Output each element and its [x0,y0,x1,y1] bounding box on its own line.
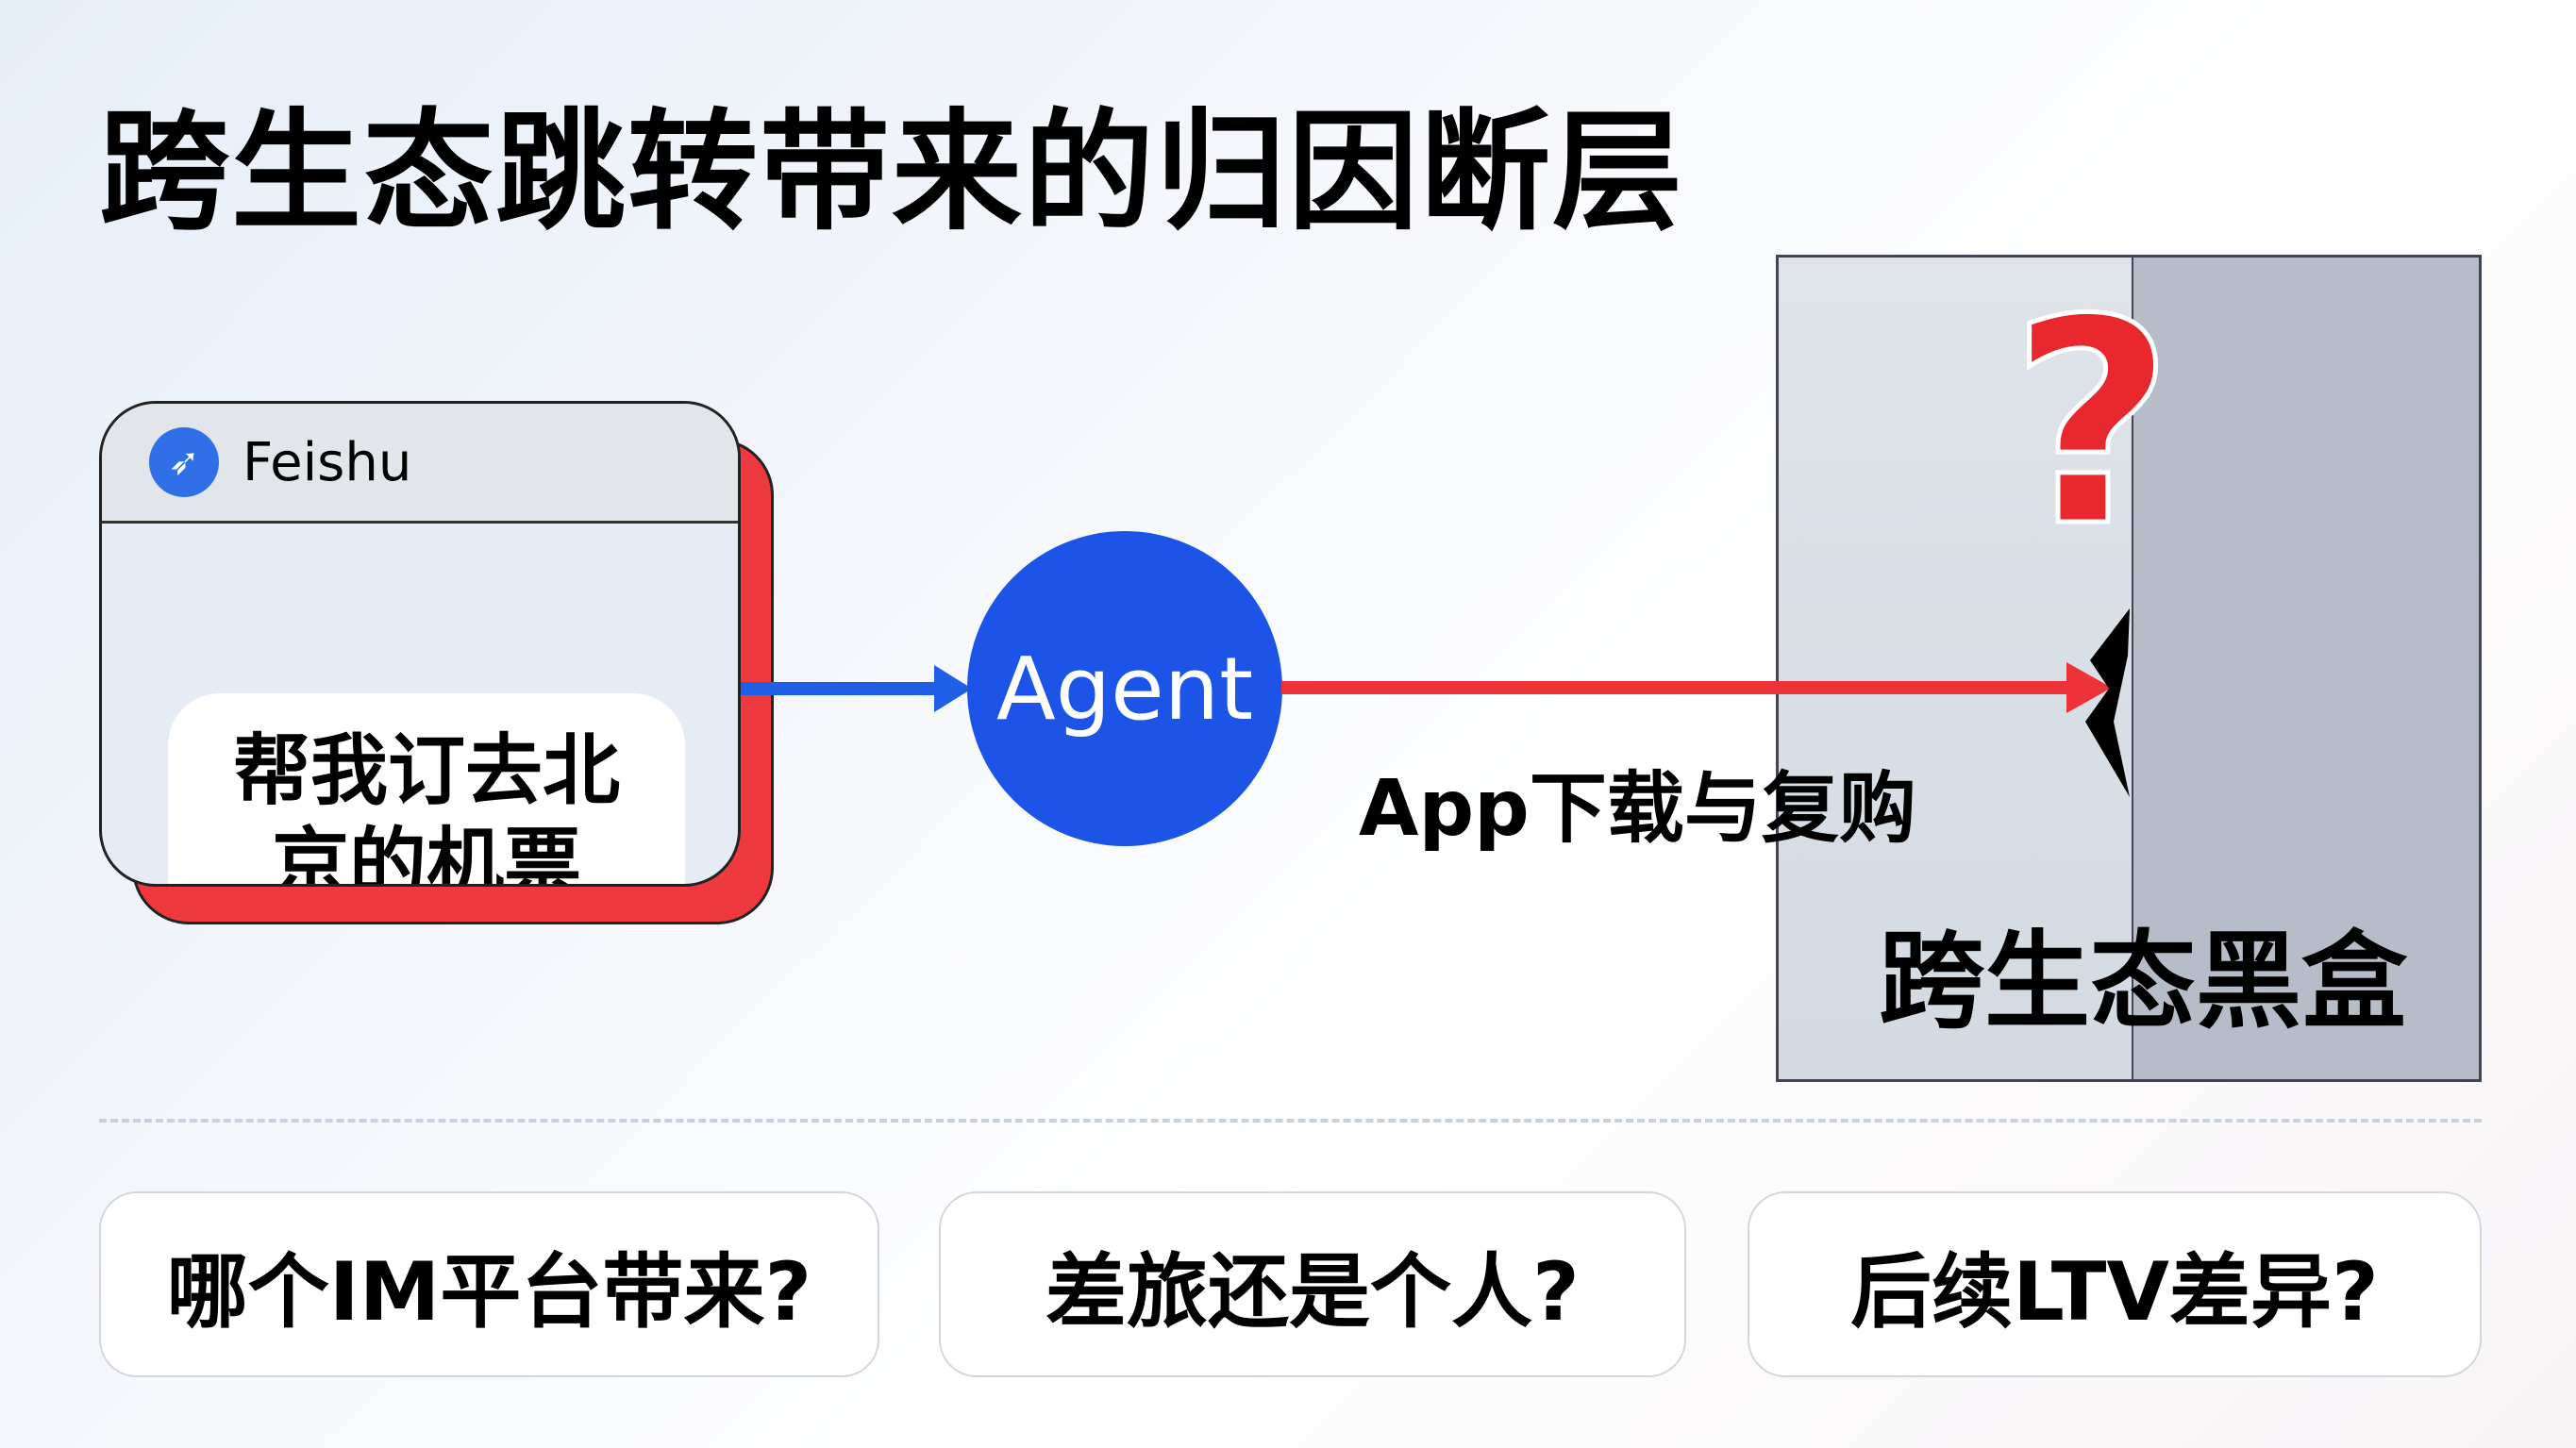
crack-icon [2085,608,2130,797]
app-name: Feishu [243,431,412,493]
question-mark-icon: ? [2007,259,2176,589]
page-title: 跨生态跳转带来的归因断层 [99,96,1685,248]
feishu-chat-window: ➶ Feishu 帮我订去北京的机票 [99,401,741,887]
black-box-right-panel [2133,258,2479,1079]
question-card-ltv: 后续LTV差异? [1748,1191,2482,1377]
chat-window-header: ➶ Feishu [102,404,738,524]
feishu-logo-icon: ➶ [149,427,219,497]
flow-label: App下载与复购 [1359,764,1916,854]
black-box-label: 跨生态黑盒 [1879,921,2407,1043]
question-card-im-platform: 哪个IM平台带来? [99,1191,879,1377]
red-arrow-line [1281,681,2074,694]
blue-arrow-line [741,682,944,695]
black-box [1776,255,2482,1082]
agent-node: Agent [967,531,1282,846]
blue-arrow-head [934,665,972,712]
dashed-divider [99,1119,2482,1123]
chat-message-bubble: 帮我订去北京的机票 [168,693,685,884]
question-card-travel-type: 差旅还是个人? [939,1191,1686,1377]
